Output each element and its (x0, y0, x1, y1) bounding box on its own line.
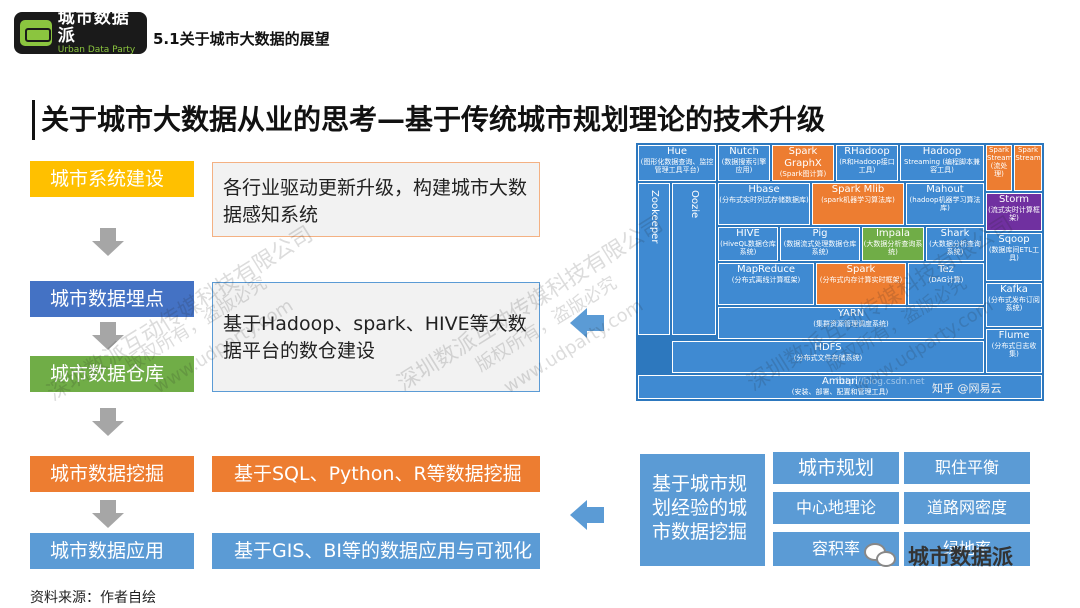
logo-subtitle: Urban Data Party (57, 45, 136, 56)
source-note: 资料来源：作者自绘 (30, 590, 156, 606)
desc-application: 基于GIS、BI等的数据应用与可视化 (212, 533, 540, 569)
left-arrow-icon (570, 308, 604, 338)
logo-title: 城市数据派 (57, 8, 130, 47)
component-ambari: Ambari(安装、部署、配置和管理工具) (638, 375, 1042, 399)
flow-step-system: 城市系统建设 (30, 161, 194, 197)
down-arrow-icon (92, 228, 124, 256)
component-spark-streaming: Spark Streaming(流处理) (986, 145, 1012, 191)
component-sqoop: Sqoop(数据库间ETL工具) (986, 233, 1042, 281)
component-spark-graphx: Spark GraphX(Spark图计算) (772, 145, 834, 181)
component-mapreduce: MapReduce(分布式离线计算框架) (718, 263, 814, 305)
component-nutch: Nutch(数据搜索引擎应用) (718, 145, 770, 181)
component-rhadoop: RHadoop(R和Hadoop接口工具) (836, 145, 898, 181)
component-kafka: Kafka(分布式发布订阅系统) (986, 283, 1042, 327)
component-flume: Flume(分布式日志收集) (986, 329, 1042, 373)
hadoop-ecosystem-diagram: Hue(图形化数据查询、监控管理工具平台) Nutch(数据搜索引擎应用) Sp… (636, 143, 1044, 401)
concept-urban-planning: 城市规划 (773, 452, 899, 484)
component-spark-mllib: Spark Mlib(spark机器学习算法库) (812, 183, 904, 225)
down-arrow-icon (92, 408, 124, 436)
component-spark: Spark(分布式内存计算实时框架) (816, 263, 906, 305)
component-yarn: YARN(集群资源管理调度系统) (718, 307, 984, 339)
component-oozie: Oozie (672, 183, 716, 335)
desc-warehouse: 基于Hadoop、spark、HIVE等大数据平台的数仓建设 (212, 282, 540, 392)
component-pig: Pig(数据流式处理数据仓库系统) (780, 227, 860, 261)
desc-system: 各行业驱动更新升级，构建城市大数据感知系统 (212, 162, 540, 237)
concept-jobs-housing-balance: 职住平衡 (904, 452, 1030, 484)
section-title: 5.1关于城市大数据的展望 (153, 30, 330, 48)
component-hbase: Hbase(分布式实时列式存储数据库) (718, 183, 810, 225)
left-arrow-icon (570, 500, 604, 530)
diagram-credit: 知乎 @网易云 (932, 382, 1002, 395)
concept-road-network-density: 道路网密度 (904, 492, 1030, 524)
concept-green-space-ratio: 绿地率 (904, 532, 1030, 566)
down-arrow-icon (92, 322, 124, 350)
desc-mining: 基于SQL、Python、R等数据挖掘 (212, 456, 540, 492)
wechat-account: 城市数据派 (864, 541, 1013, 571)
wechat-icon (864, 543, 898, 569)
slide-header: 城市数据派 Urban Data Party 5.1关于城市大数据的展望 (0, 0, 1080, 82)
flow-step-warehouse: 城市数据仓库 (30, 356, 194, 392)
component-storm: Storm(流式实时计算框架) (986, 193, 1042, 231)
concept-central-place-theory: 中心地理论 (773, 492, 899, 524)
down-arrow-icon (92, 500, 124, 528)
logo-icon (20, 20, 52, 46)
component-hdfs: HDFS(分布式文件存储系统) (672, 341, 984, 373)
component-tez: Tez(DAG计算) (908, 263, 984, 305)
diagram-watermark: http://blog.csdn.net (836, 377, 925, 387)
urban-planning-mining-box: 基于城市规划经验的城市数据挖掘 (640, 454, 765, 566)
component-zookeeper: Zookeeper (638, 183, 670, 335)
page-title: 关于城市大数据从业的思考—基于传统城市规划理论的技术升级 (32, 100, 825, 140)
component-shark: Shark(大数据分析查询系统) (926, 227, 984, 261)
component-hue: Hue(图形化数据查询、监控管理工具平台) (638, 145, 716, 181)
component-impala: Impala(大数据分析查询系统) (862, 227, 924, 261)
flow-step-mining: 城市数据挖掘 (30, 456, 194, 492)
component-mahout: Mahout(hadoop机器学习算法库) (906, 183, 984, 225)
wechat-account-name: 城市数据派 (908, 545, 1013, 569)
flow-step-application: 城市数据应用 (30, 533, 194, 569)
component-hive: HIVE(HiveQL数据仓库系统) (718, 227, 778, 261)
flow-step-tracking: 城市数据埋点 (30, 281, 194, 317)
brand-logo: 城市数据派 Urban Data Party (14, 8, 147, 56)
